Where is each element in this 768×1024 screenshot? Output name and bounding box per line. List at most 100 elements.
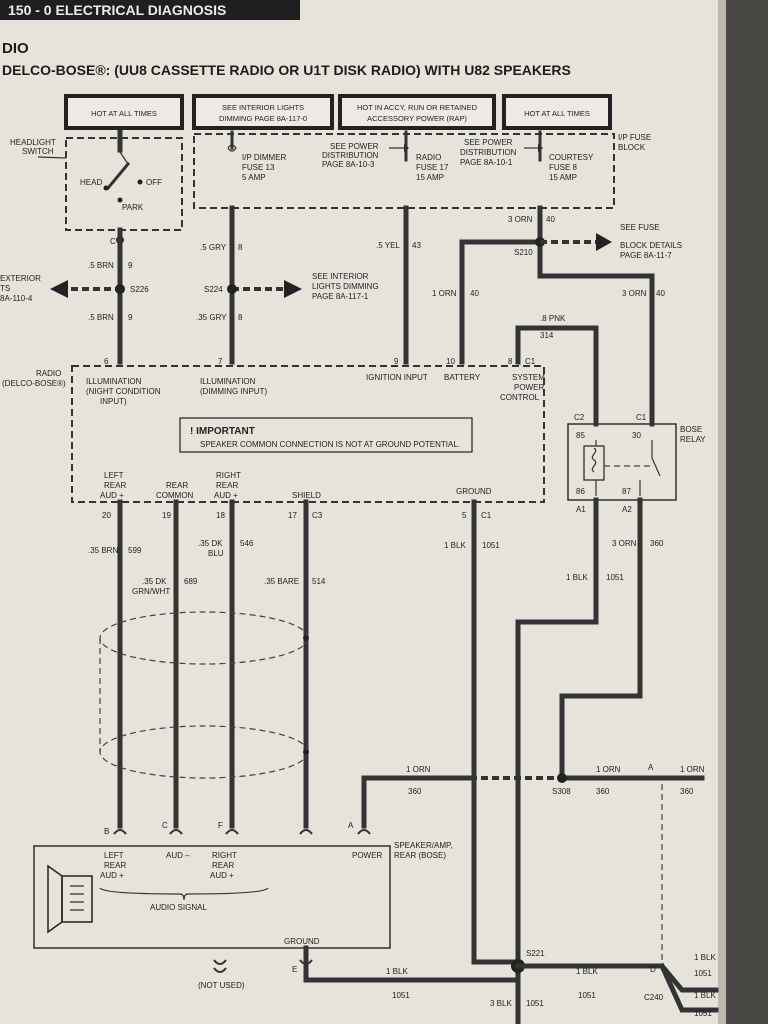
relay-a1: A1 [576, 505, 586, 514]
radio-rr-l2: REAR [216, 481, 238, 490]
diagram-title: DELCO-BOSE®: (UU8 CASSETTE RADIO OR U1T … [2, 62, 571, 78]
wire-514-label: 514 [312, 577, 326, 586]
hot-box-4-text: HOT AT ALL TIMES [524, 109, 590, 118]
page-header: 150 - 0 ELECTRICAL DIAGNOSIS [8, 2, 227, 18]
radio-shield: SHIELD [292, 491, 321, 500]
fuse17-label-1: RADIO [416, 153, 441, 162]
radio-pin-7: 7 [218, 357, 223, 366]
wire-blk-gnd: 1 BLK 1051 [444, 499, 517, 965]
wire-orn-label-top: 3 ORN [508, 215, 533, 224]
wire-8-label-bot: 8 [238, 313, 243, 322]
wire-1051-relay-label: 1051 [606, 573, 624, 582]
hot-box-2-line1: SEE INTERIOR LIGHTS [222, 103, 304, 112]
amp-pin-c: C [162, 821, 168, 830]
radio-illum2-l1: ILLUMINATION [200, 377, 256, 386]
fuse13-label-1: I/P DIMMER [242, 153, 287, 162]
radio-label-2: (DELCO-BOSE®) [2, 379, 66, 388]
wire-yel-43: .5 YEL 43 [376, 205, 421, 365]
radio-component: RADIO (DELCO-BOSE®) 6 7 9 10 8 C1 ILLUMI… [2, 357, 545, 520]
fuse-block-label-1: I/P FUSE [618, 133, 651, 142]
radio-rc-l1: REAR [166, 481, 188, 490]
radio-pin-10: 10 [446, 357, 455, 366]
radio-lr-l2: REAR [104, 481, 126, 490]
radio-spc-l3: CONTROL [500, 393, 540, 402]
radio-rr-l1: RIGHT [216, 471, 241, 480]
wire-360-amp-label: 360 [650, 539, 664, 548]
fuse8-label-1: COURTESY [549, 153, 594, 162]
wire-689-label: 689 [184, 577, 198, 586]
fuse17-label-2: FUSE 17 [416, 163, 449, 172]
wire-orn-batt-label: 1 ORN [432, 289, 457, 298]
amp-lr-l1: LEFT [104, 851, 124, 860]
wire-1051-gnd-label: 1051 [482, 541, 500, 550]
wire-grn-label-1: .35 DK [142, 577, 167, 586]
wire-40-batt-label: 40 [470, 289, 479, 298]
fuse-ref-line2: BLOCK DETAILS [620, 241, 682, 250]
radio-illum1-l2: (NIGHT CONDITION [86, 387, 161, 396]
hot-box-1: HOT AT ALL TIMES [64, 94, 184, 130]
radio-illum2-l2: (DIMMING INPUT) [200, 387, 267, 396]
relay-c1: C1 [636, 413, 647, 422]
ext-ref-line3: 8A-110-4 [0, 294, 33, 303]
switch-head-label: HEAD [80, 178, 102, 187]
radio-battery: BATTERY [444, 373, 481, 382]
wire-blk-relay-label: 1 BLK [566, 573, 588, 582]
page-header-bar: 150 - 0 ELECTRICAL DIAGNOSIS [0, 0, 300, 20]
power-dist-2-line1: SEE POWER [464, 138, 513, 147]
hot-box-2: SEE INTERIOR LIGHTS DIMMING PAGE 8A-117-… [192, 94, 334, 130]
wire-brn-9: .5 BRN 9 .5 BRN 9 [88, 227, 133, 365]
radio-spc-l2: POWER [514, 383, 544, 392]
wire-blu-label-2: BLU [208, 549, 224, 558]
hot-box-3-line1: HOT IN ACCY, RUN OR RETAINED [357, 103, 478, 112]
wire-orn-h1-label: 1 ORN [406, 765, 431, 774]
relay-30: 30 [632, 431, 641, 440]
int-ref-line3: PAGE 8A-117-1 [312, 292, 369, 301]
wire-gry-label-bot: .35 GRY [196, 313, 227, 322]
hot-box-1-text: HOT AT ALL TIMES [91, 109, 157, 118]
wire-blk-b2-label: 1 BLK [576, 967, 598, 976]
wire-40-label-top: 40 [546, 215, 555, 224]
wire-pnk-label: .8 PNK [540, 314, 566, 323]
amp-pin-e: E [292, 965, 297, 974]
wire-orn-h2-label: 1 ORN [596, 765, 621, 774]
amp-power: POWER [352, 851, 382, 860]
headlight-switch-label-2: SWITCH [22, 147, 54, 156]
wire-1051-o1-label: 1051 [694, 969, 712, 978]
radio-pin-c3: C3 [312, 511, 323, 520]
speaker-amp-rear: SPEAKER/AMP, REAR (BOSE) B C F A LEFT RE… [33, 821, 517, 990]
wire-1051-b1-label: 1051 [392, 991, 410, 1000]
fuse13-label-3: 5 AMP [242, 173, 266, 182]
fuse13-label-2: FUSE 13 [242, 163, 275, 172]
int-ref-line2: LIGHTS DIMMING [312, 282, 379, 291]
hot-box-3-line2: ACCESSORY POWER (RAP) [367, 114, 467, 123]
power-dist-1-line3: PAGE 8A-10-3 [322, 160, 375, 169]
wire-blk-o1-label: 1 BLK [694, 953, 716, 962]
fuse8-label-3: 15 AMP [549, 173, 577, 182]
amp-label-1: SPEAKER/AMP, [394, 841, 453, 850]
wire-43-label: 43 [412, 241, 421, 250]
conn-a-top: A [648, 763, 654, 772]
hot-box-3: HOT IN ACCY, RUN OR RETAINED ACCESSORY P… [338, 94, 496, 130]
radio-pin-20: 20 [102, 511, 111, 520]
headlight-switch: HEADLIGHT SWITCH HEAD OFF PARK C [10, 129, 183, 246]
radio-pin-8: 8 [508, 357, 513, 366]
switch-park-label: PARK [122, 203, 144, 212]
ext-ref-line1: EXTERIOR [0, 274, 41, 283]
amp-not-used: (NOT USED) [198, 981, 245, 990]
amp-pin-b: B [104, 827, 109, 836]
fuse17-label-3: 15 AMP [416, 173, 444, 182]
radio-pin-6: 6 [104, 357, 109, 366]
conn-d-label: D [650, 965, 656, 974]
wire-yel-label: .5 YEL [376, 241, 400, 250]
splice-s226: S226 EXTERIOR TS 8A-110-4 [0, 274, 149, 303]
wire-360-h3-label: 360 [680, 787, 694, 796]
amp-aud-minus: AUD – [166, 851, 190, 860]
wire-brn-label-top: .5 BRN [88, 261, 114, 270]
amp-rr-l2: REAR [212, 861, 234, 870]
radio-ground: GROUND [456, 487, 492, 496]
amp-lr-l2: REAR [104, 861, 126, 870]
relay-86: 86 [576, 487, 585, 496]
radio-illum1-l1: ILLUMINATION [86, 377, 142, 386]
splice-s224: S224 SEE INTERIOR LIGHTS DIMMING PAGE 8A… [204, 272, 379, 301]
